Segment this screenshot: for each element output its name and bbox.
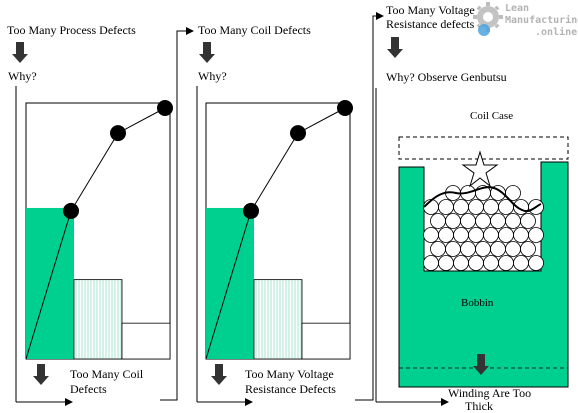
panel-2-title: Too Many Coil Defects	[198, 23, 311, 37]
coil-wire	[505, 213, 521, 229]
down-arrow-icon	[211, 364, 227, 385]
cumulative-point	[63, 202, 79, 219]
coil-wire	[468, 227, 484, 243]
winding-top-surface	[423, 186, 542, 213]
coil-wire	[490, 213, 506, 229]
coil-wire	[528, 255, 544, 271]
cumulative-point	[290, 125, 306, 142]
panel-2-question: Why?	[198, 69, 227, 83]
gear-icon	[473, 2, 503, 36]
cumulative-line	[25, 107, 166, 360]
panel-2-bottom-label-line-2: Resistance Defects	[245, 382, 336, 396]
pareto-bar	[301, 322, 351, 360]
cumulative-line	[205, 107, 346, 360]
coil-wire	[498, 255, 514, 271]
coil-wire	[483, 227, 499, 243]
coil-wire	[453, 199, 469, 215]
logo-line-1: Lean	[505, 3, 529, 14]
coil-wire	[468, 255, 484, 271]
coil-wire	[438, 199, 454, 215]
coil-case-outline	[398, 136, 569, 160]
cumulative-point	[157, 100, 173, 116]
coil-wire	[445, 213, 461, 229]
bobbin-shape	[398, 161, 569, 388]
bobbin-label: Bobbin	[461, 297, 494, 309]
coil-case-label: Coil Case	[470, 110, 513, 122]
cumulative-point	[110, 125, 126, 142]
coil-wire	[520, 213, 536, 229]
coil-wire	[505, 241, 521, 257]
down-arrow-icon	[33, 364, 49, 385]
coil-wire	[438, 255, 454, 271]
down-arrow-icon	[199, 42, 215, 63]
coil-wire	[453, 227, 469, 243]
down-arrow-icon	[387, 37, 403, 58]
panel-1-bottom-label-line-2: Defects	[70, 382, 107, 396]
coil-wire	[460, 241, 476, 257]
coil-wire	[423, 227, 439, 243]
panel-1-bottom-label-line-1: Too Many Coil	[70, 367, 144, 381]
coil-wire	[430, 213, 446, 229]
panel-1-question: Why?	[8, 69, 37, 83]
coil-wire	[483, 255, 499, 271]
down-arrow-icon	[473, 354, 489, 375]
panel-3-title-line-1: Too Many Voltage	[386, 3, 475, 17]
coil-wire	[453, 255, 469, 271]
panel-voltage-resistance: Too Many Voltage Resistance defects Why?…	[375, 3, 569, 413]
connector-arrow-2	[355, 12, 384, 401]
coil-wire	[475, 213, 491, 229]
panel-3-bottom-label-line-2: Thick	[465, 399, 493, 413]
lean-manufacturing-logo: Lean Manufacturing .online	[473, 2, 578, 38]
pareto-bar	[253, 279, 303, 360]
panel-process-defects: Too Many Process Defects Why? Too Many C…	[7, 23, 173, 406]
cumulative-point	[243, 202, 259, 219]
coil-wire	[438, 227, 454, 243]
connector-arrow-1	[160, 27, 194, 401]
panel-3-title-line-2: Resistance defects	[386, 17, 475, 31]
coil-wire	[445, 241, 461, 257]
logo-line-3: .online	[535, 26, 577, 38]
panel-2-bottom-label-line-1: Too Many Voltage	[245, 367, 334, 381]
coil-wire	[423, 255, 439, 271]
coil-wire	[513, 255, 529, 271]
coil-wire	[513, 227, 529, 243]
star-icon	[461, 150, 499, 188]
coil-wire	[498, 227, 514, 243]
pareto-bar	[73, 279, 123, 360]
coil-wire	[490, 241, 506, 257]
coil-wire	[528, 227, 544, 243]
coil-wire	[430, 241, 446, 257]
coil-wire	[468, 199, 484, 215]
coil-wire	[483, 199, 499, 215]
panel-1-title: Too Many Process Defects	[7, 23, 136, 37]
panel-coil-defects: Too Many Coil Defects Why? Too Many Volt…	[196, 23, 353, 406]
pareto-bar	[121, 322, 171, 360]
coil-wire	[460, 213, 476, 229]
coil-wire	[505, 185, 521, 201]
panel-3-bottom-label-line-1: Winding Are Too	[448, 386, 531, 400]
coil-windings	[423, 185, 544, 271]
logo-line-2: Manufacturing	[505, 14, 578, 26]
down-arrow-icon	[12, 42, 28, 63]
coil-wire	[475, 241, 491, 257]
panel-3-question: Why? Observe Genbutsu	[386, 70, 507, 84]
coil-wire	[520, 241, 536, 257]
cumulative-point	[337, 100, 353, 116]
